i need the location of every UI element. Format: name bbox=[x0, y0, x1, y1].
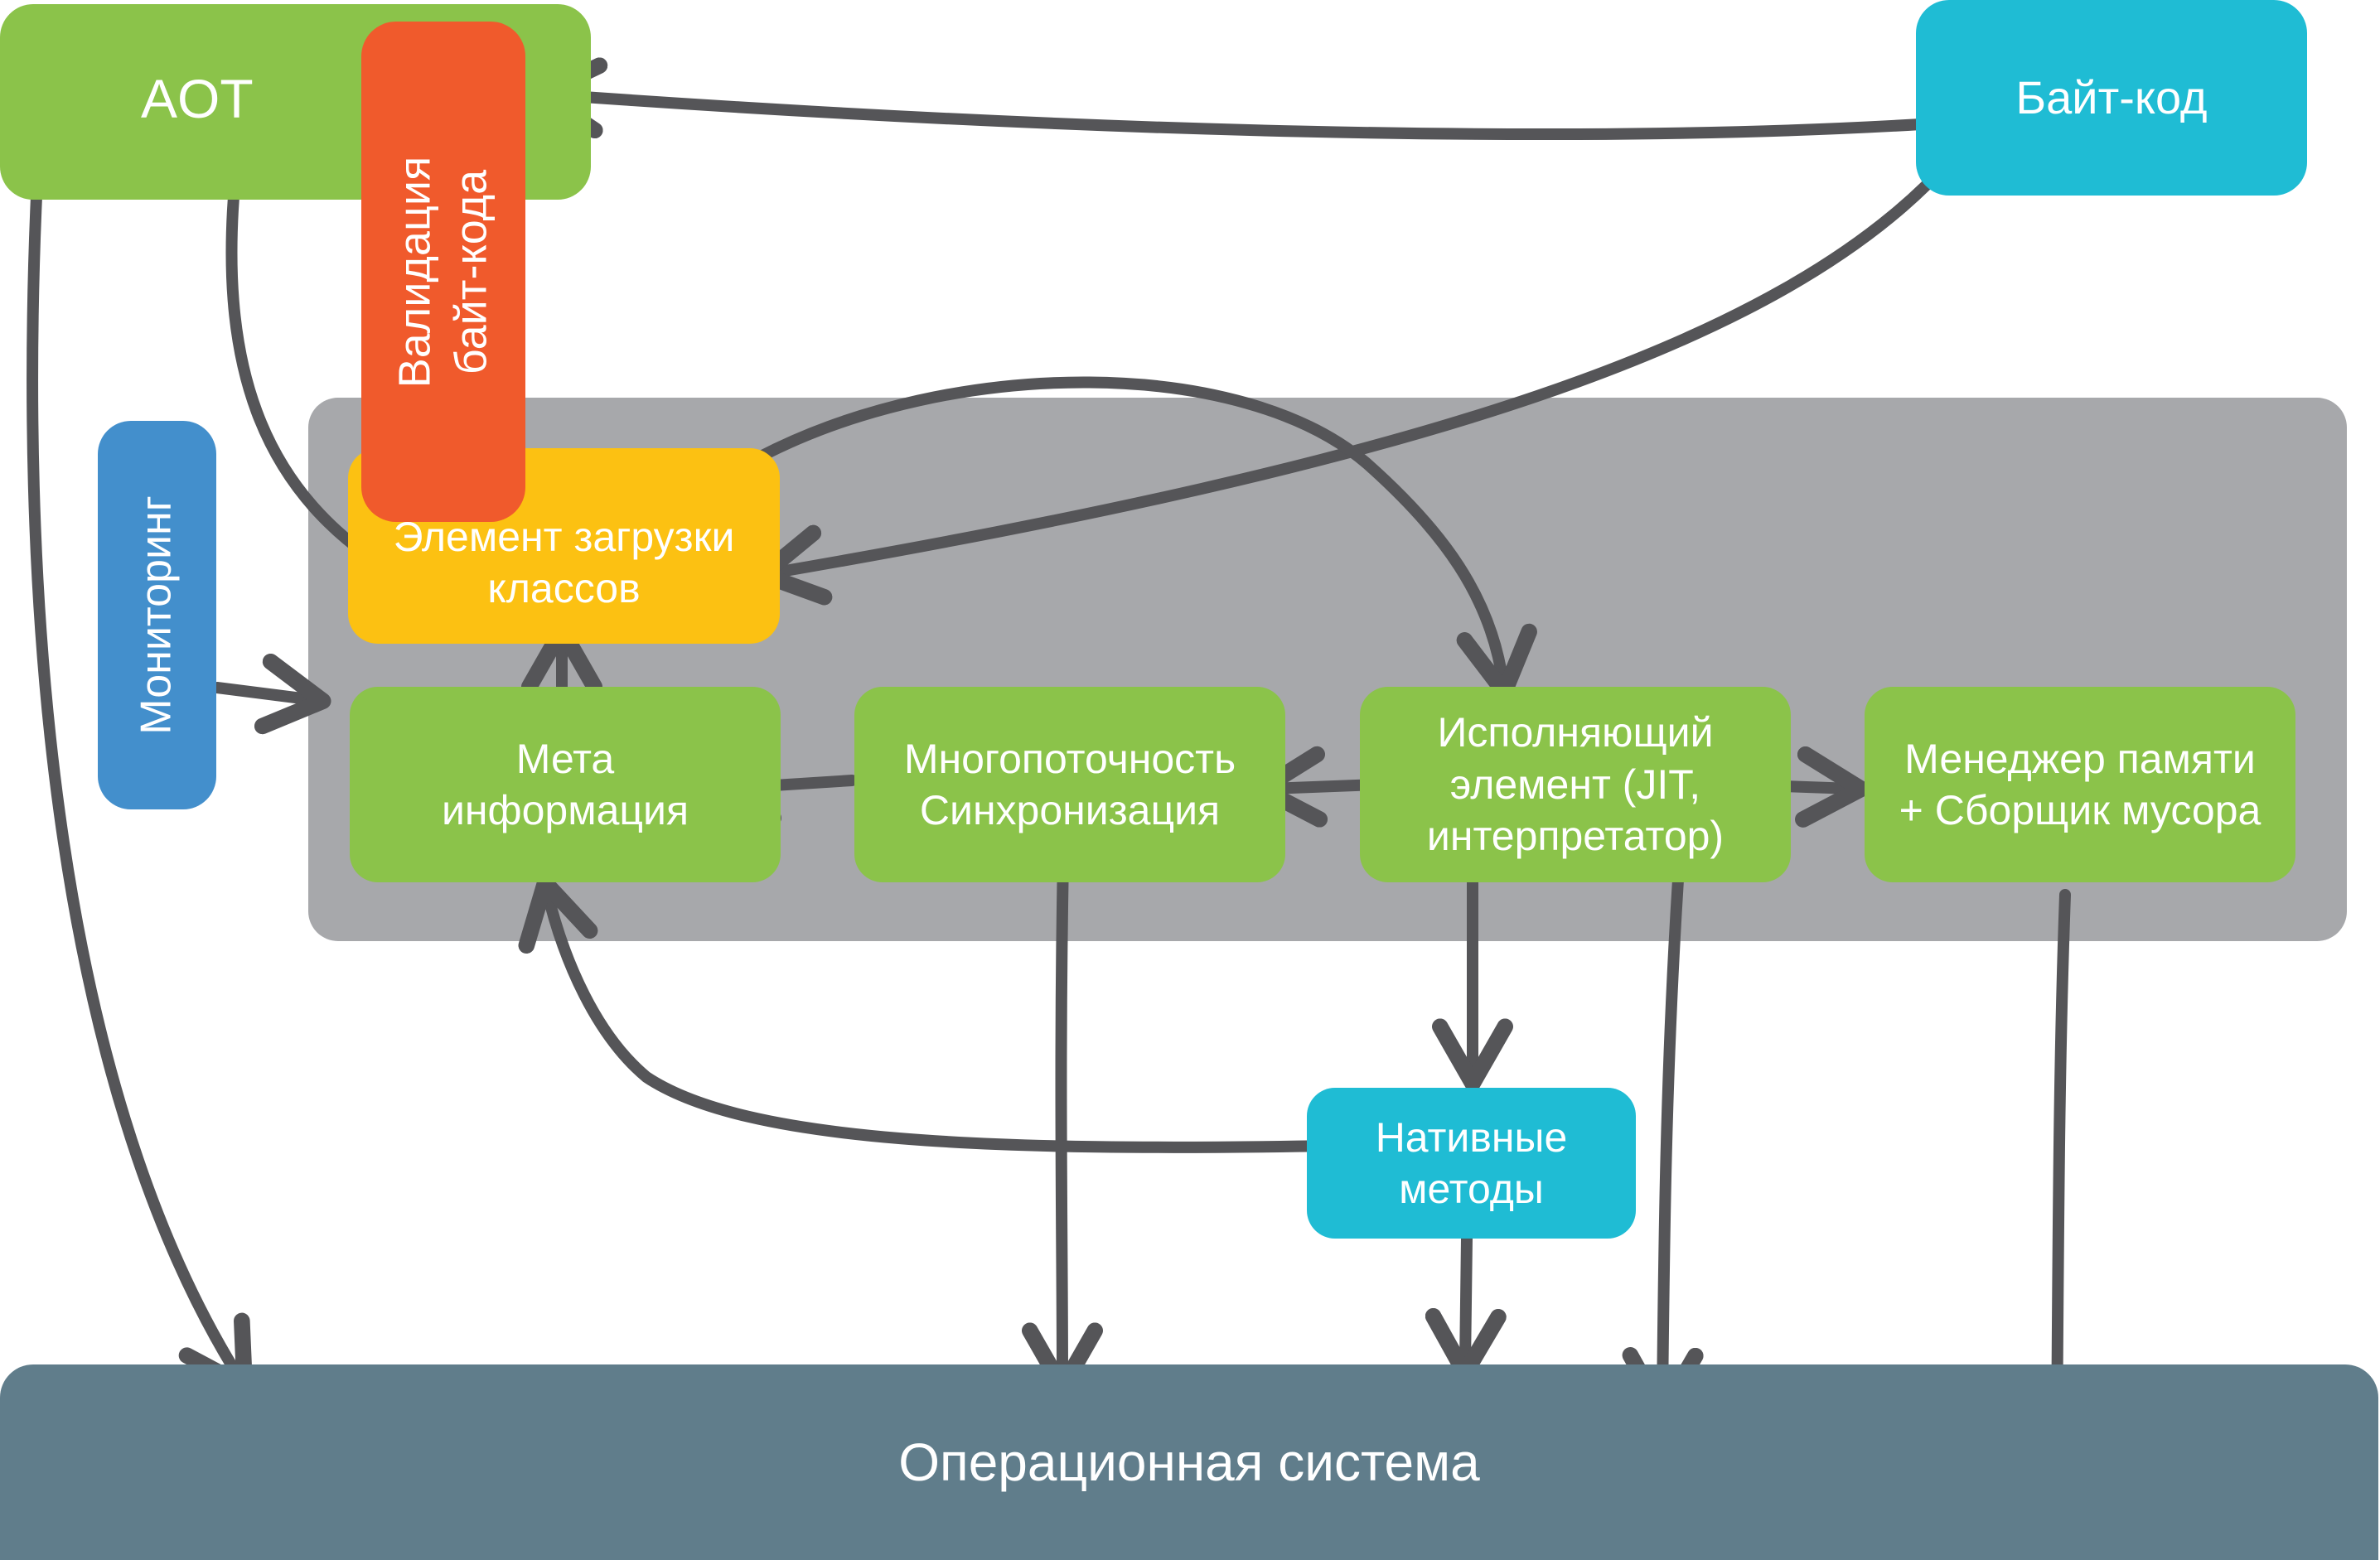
arrow-bytecode-to-aot bbox=[532, 57, 1927, 141]
meta-info-node: Мета информация bbox=[350, 687, 781, 882]
arrow-monitoring-to-panel bbox=[211, 653, 331, 735]
multithreading-label: Многопоточность Синхронизация bbox=[903, 735, 1236, 834]
multithreading-node: Многопоточность Синхронизация bbox=[854, 687, 1285, 882]
bytecode-node: Байт-код bbox=[1916, 0, 2307, 196]
arrow-exec-to-os bbox=[1622, 874, 1704, 1421]
meta-info-label: Мета информация bbox=[441, 735, 689, 834]
execution-engine-label: Исполняющий элемент (JIT, интерпретатор) bbox=[1426, 709, 1725, 860]
classloader-label: Элемент загрузки классов bbox=[393, 513, 735, 612]
native-methods-node: Нативные методы bbox=[1307, 1088, 1636, 1239]
native-methods-label: Нативные методы bbox=[1375, 1113, 1568, 1213]
arrow-native-to-os bbox=[1425, 1233, 1507, 1382]
execution-engine-node: Исполняющий элемент (JIT, интерпретатор) bbox=[1360, 687, 1791, 882]
monitoring-node: Мониторинг bbox=[98, 421, 216, 809]
aot-label: AOT bbox=[141, 67, 254, 129]
operating-system-node: Операционная система bbox=[0, 1364, 2378, 1560]
bytecode-validation-label: Валидация байт-кода bbox=[389, 156, 496, 388]
arrow-memory-to-os bbox=[2016, 889, 2098, 1450]
memory-manager-label: Менеджер памяти + Сборщик мусора bbox=[1899, 735, 2261, 834]
bytecode-label: Байт-код bbox=[2015, 71, 2208, 123]
operating-system-label: Операционная система bbox=[898, 1432, 1480, 1492]
memory-manager-node: Менеджер памяти + Сборщик мусора bbox=[1865, 687, 2295, 882]
bytecode-validation-node: Валидация байт-кода bbox=[361, 22, 525, 522]
monitoring-label: Мониторинг bbox=[133, 495, 181, 735]
